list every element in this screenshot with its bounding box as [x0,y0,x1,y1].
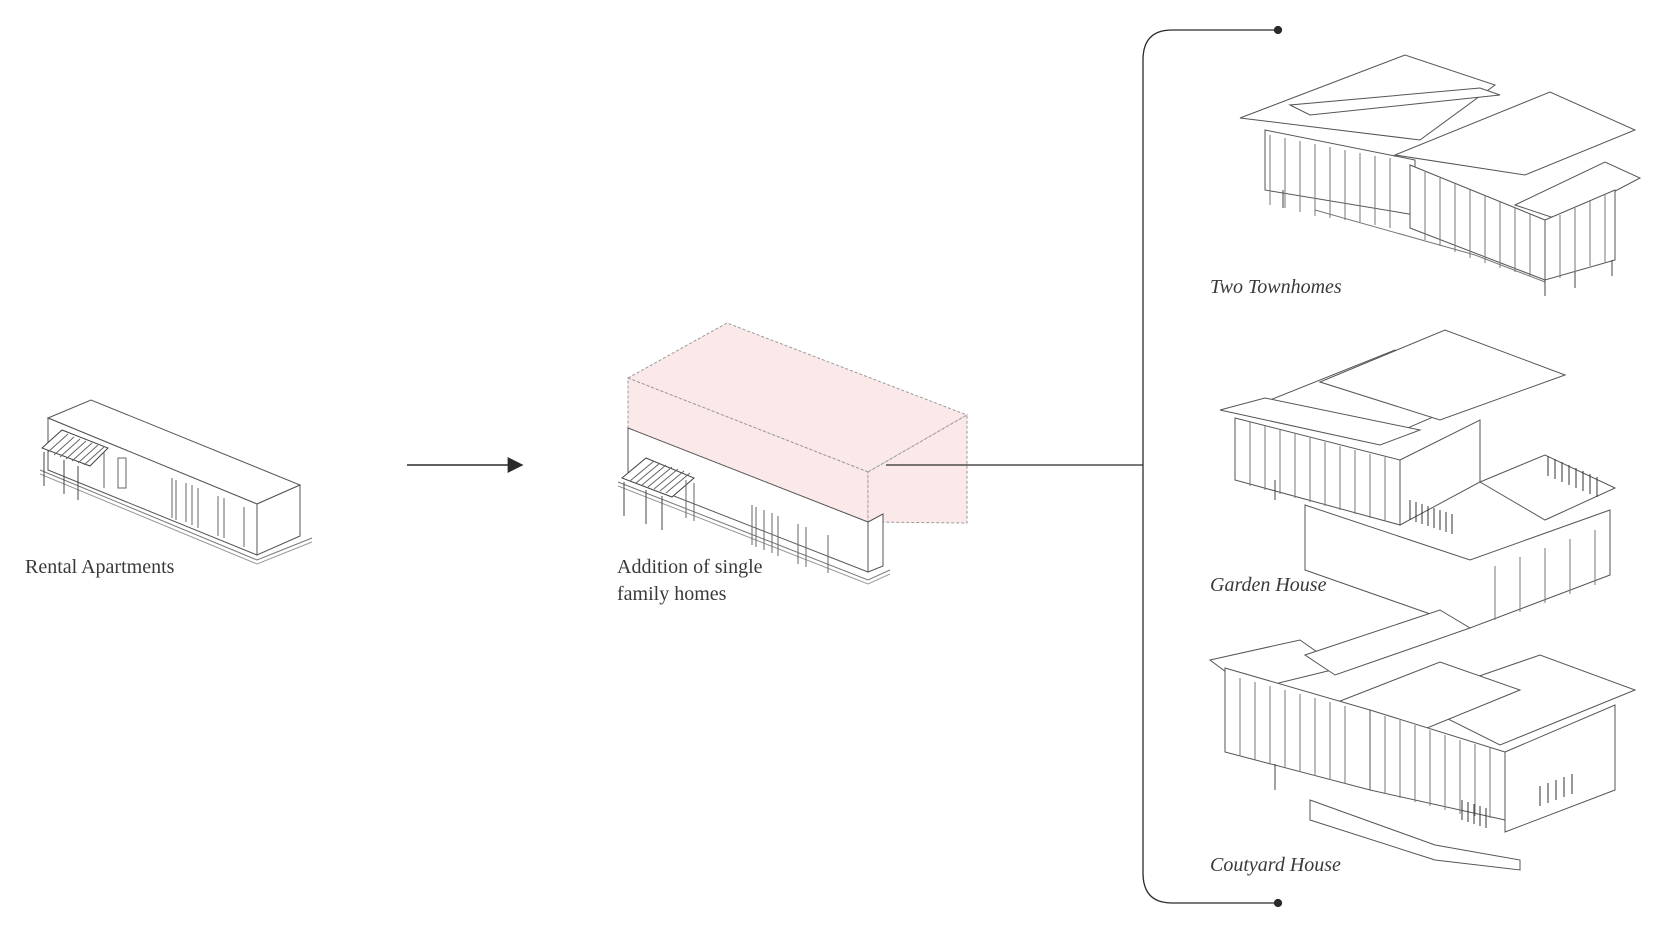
options-bracket [886,25,1283,908]
two-townhomes-label: Two Townhomes [1210,276,1342,298]
rental-apartments-building [39,399,313,565]
garden-house-drawing [1219,329,1617,629]
addition-label-line1: Addition of single [617,556,763,578]
courtyard-house-drawing [1208,609,1637,871]
addition-building [617,322,969,585]
addition-label-line2: family homes [617,583,727,605]
addition-volume-side [867,414,968,524]
addition-label: Addition of single family homes [617,554,763,608]
rental-apartments-label: Rental Apartments [25,556,175,578]
garden-house-label: Garden House [1210,574,1327,596]
two-townhomes-drawing [1239,54,1642,296]
courtyard-house-label: Coutyard House [1210,854,1341,876]
